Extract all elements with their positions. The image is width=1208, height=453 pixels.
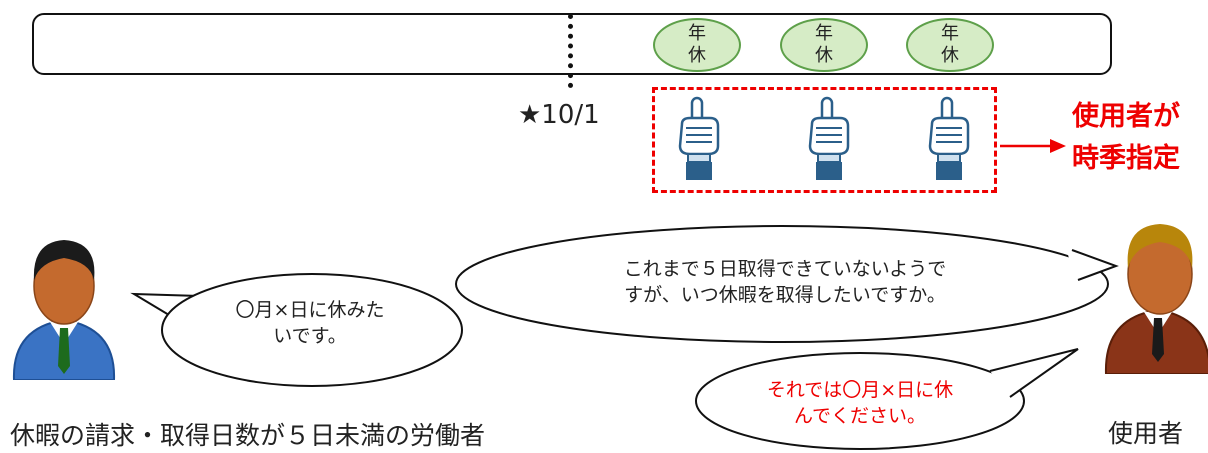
- pointing-hand-icon: [678, 96, 720, 180]
- leave-marker-2: 年 休: [780, 18, 868, 72]
- worker-speech-line-1: 〇月×日に休みた: [235, 299, 385, 321]
- designation-box: [652, 87, 997, 193]
- employer-reply-line-1: それでは〇月×日に休: [766, 379, 954, 401]
- employer-question-bubble: [455, 225, 1119, 343]
- date-divider: [568, 14, 573, 88]
- leave-char-1: 年: [941, 23, 959, 44]
- leave-char-2: 休: [688, 45, 706, 66]
- leave-char-2: 休: [941, 45, 959, 66]
- employer-question-text: これまで５日取得できていないようで すが、いつ休暇を取得したいですか。: [520, 256, 1050, 308]
- employer-question-line-1: これまで５日取得できていないようで: [623, 258, 947, 280]
- worker-caption: 休暇の請求・取得日数が５日未満の労働者: [10, 421, 486, 450]
- employer-question-line-2: すが、いつ休暇を取得したいですか。: [624, 284, 946, 306]
- leave-marker-3: 年 休: [906, 18, 994, 72]
- leave-marker-1: 年 休: [653, 18, 741, 72]
- pointing-hand-icon: [928, 96, 970, 180]
- worker-speech-text: 〇月×日に休みた いです。: [190, 297, 430, 349]
- arrow-right-icon: [1000, 139, 1066, 153]
- employer-caption: 使用者: [1108, 419, 1184, 448]
- pointing-hand-icon: [808, 96, 850, 180]
- designation-line-1: 使用者が: [1072, 101, 1180, 132]
- designation-line-2: 時季指定: [1072, 143, 1180, 174]
- employer-reply-text: それでは〇月×日に休 んでください。: [740, 377, 980, 429]
- worker-speech-bubble: [130, 273, 463, 387]
- leave-char-1: 年: [688, 23, 706, 44]
- employer-reply-bubble: [695, 348, 1079, 450]
- date-marker: ★10/1: [518, 100, 600, 130]
- employer-reply-line-2: んでください。: [793, 405, 927, 427]
- worker-speech-line-2: いです。: [273, 325, 347, 347]
- designation-title: 使用者が 時季指定: [1072, 96, 1208, 180]
- worker-avatar: [12, 240, 116, 380]
- leave-char-1: 年: [815, 23, 833, 44]
- employer-avatar: [1104, 224, 1208, 374]
- leave-char-2: 休: [815, 45, 833, 66]
